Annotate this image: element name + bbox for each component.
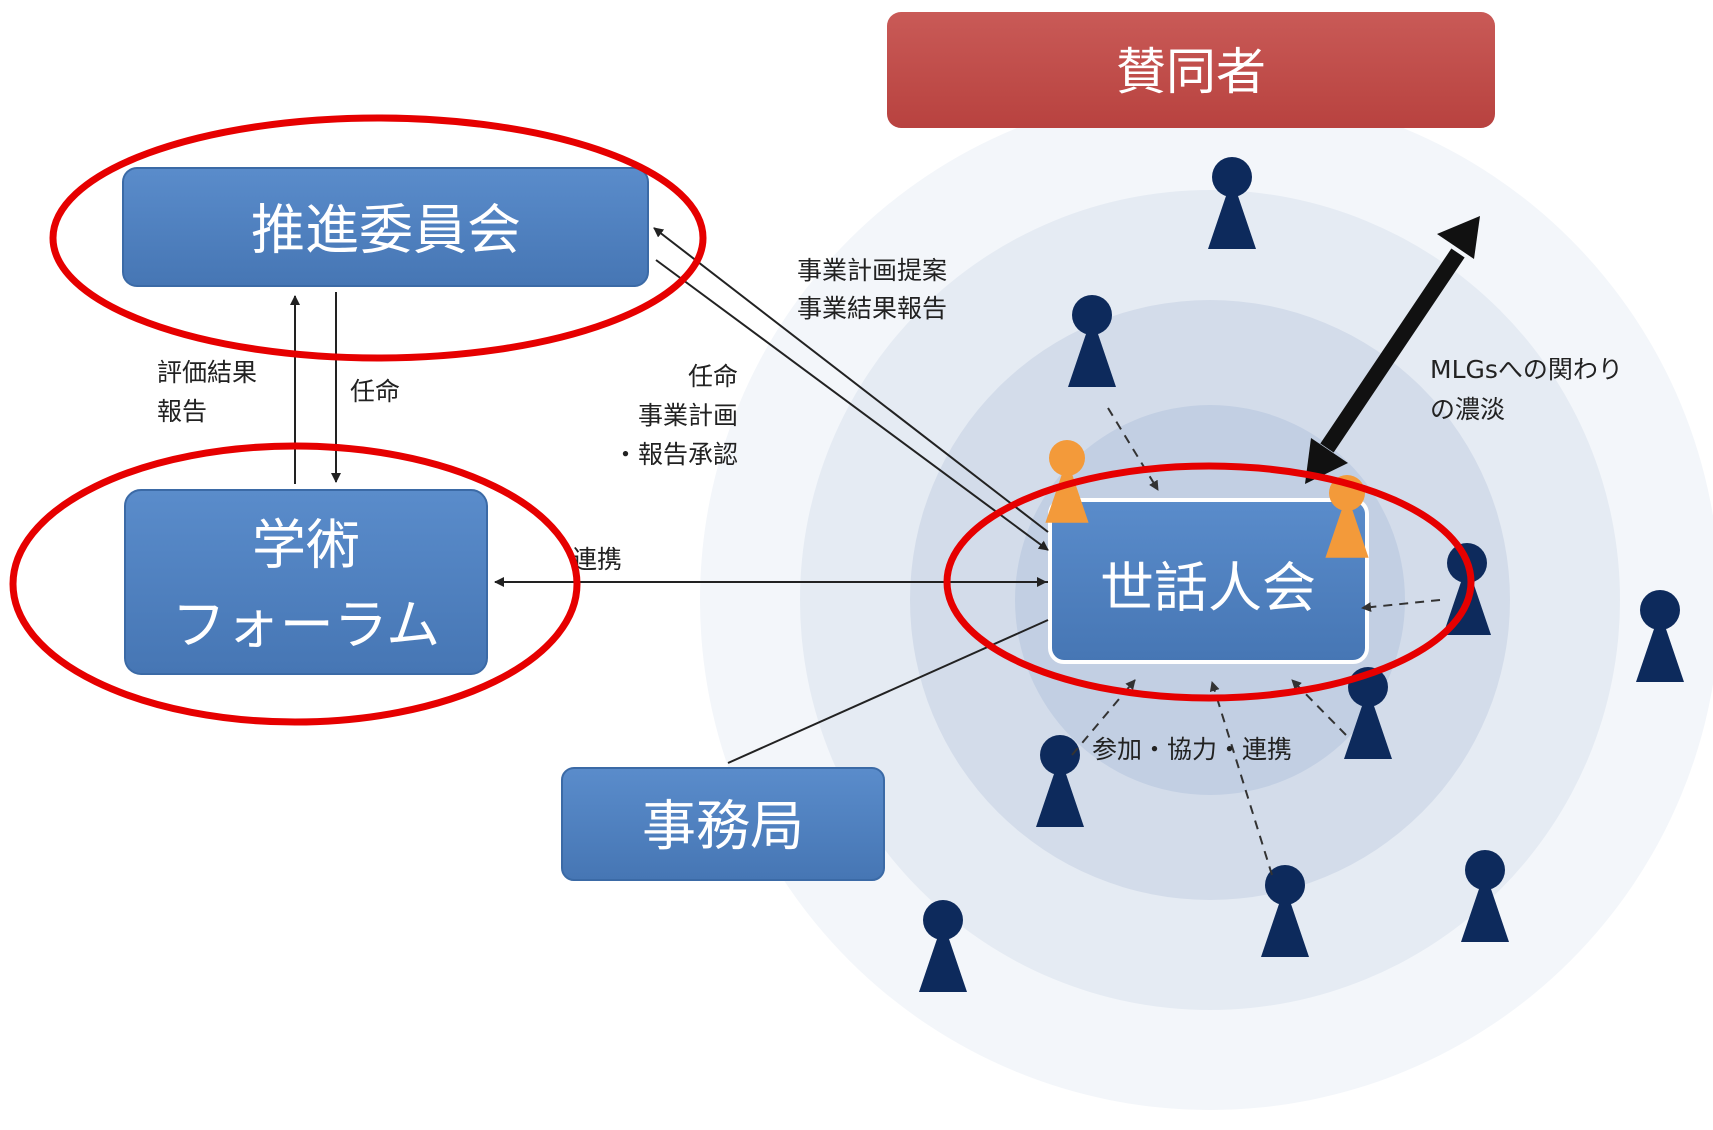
mlgs-label-line1: MLGsへの関わり — [1430, 355, 1623, 384]
approval-arrow — [655, 259, 1049, 551]
appoint-left-label: 任命 — [350, 377, 400, 406]
arrow-labels: 評価結果 報告 任命 事業計画提案 事業結果報告 任命 事業計画 ・報告承認 連… — [157, 256, 1623, 764]
proposal-arrow — [653, 227, 1049, 533]
forum-label-line1: 学術 — [252, 514, 360, 577]
committee-label: 推進委員会 — [251, 199, 521, 262]
caretakers-label: 世話人会 — [1100, 557, 1316, 620]
eval-label-line2: 報告 — [157, 397, 207, 426]
participation-label: 参加・協力・連携 — [1092, 735, 1292, 764]
forum-box: 学術 フォーラム — [124, 489, 488, 675]
approval-label-line3: ・報告承認 — [613, 440, 738, 469]
secretariat-box: 事務局 — [561, 767, 885, 881]
proposal-label-line1: 事業計画提案 — [797, 256, 947, 285]
secretariat-label: 事務局 — [642, 795, 804, 858]
caretakers-highlight — [943, 462, 1475, 702]
connector-arrows — [290, 227, 1049, 764]
cooperation-label: 連携 — [572, 545, 622, 574]
supporters-label: 賛同者 — [1116, 43, 1266, 101]
caretakers-box: 世話人会 — [1048, 498, 1369, 664]
forum-highlight — [9, 442, 581, 726]
supporters-box: 賛同者 — [887, 12, 1495, 128]
proposal-label-line2: 事業結果報告 — [797, 294, 947, 323]
mlgs-label-line2: の濃淡 — [1430, 395, 1505, 424]
eval-label-line1: 評価結果 — [157, 358, 257, 387]
secretariat-connector — [727, 619, 1049, 764]
highlight-ellipses — [9, 114, 1475, 726]
forum-label-line2: フォーラム — [172, 594, 440, 657]
committee-highlight — [49, 114, 707, 362]
committee-box: 推進委員会 — [122, 167, 649, 287]
approval-label-line2: 事業計画 — [638, 401, 738, 430]
approval-label-line1: 任命 — [688, 362, 738, 391]
